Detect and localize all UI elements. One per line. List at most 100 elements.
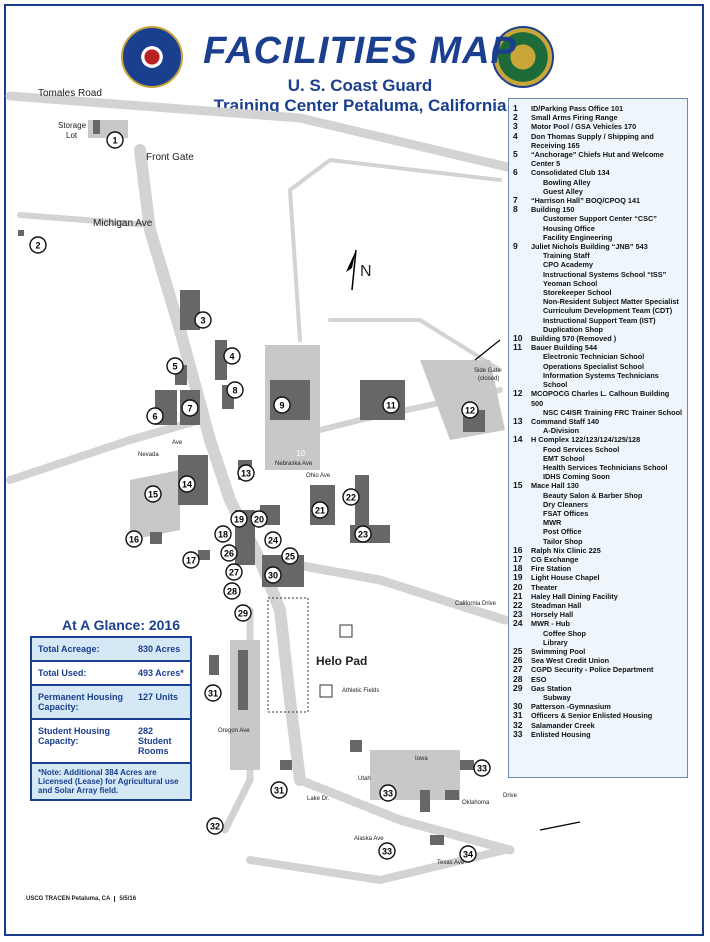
side-gate-arrow-icon (474, 339, 501, 361)
helo-pad-outline (267, 597, 309, 713)
location-marker: 19 (230, 510, 248, 528)
road-east (328, 318, 502, 372)
legend-item: 7 “Harrison Hall” BOQ/CPOQ 141 (513, 195, 683, 206)
glance-value: 830 Acres (138, 644, 181, 654)
building-34 (430, 835, 444, 845)
legend-item-label: Ralph Nix Clinic 225 (531, 545, 601, 555)
legend-item-number: 21 (513, 590, 523, 601)
location-marker: 34 (459, 845, 477, 863)
label-oklahoma: Oklahoma (462, 800, 490, 806)
location-marker-number: 20 (254, 515, 264, 525)
athletic-field-a (339, 624, 353, 638)
label-lake-dr: Lake Dr. (307, 796, 330, 802)
legend-item-number: 23 (513, 609, 523, 620)
location-marker: 14 (178, 475, 196, 493)
legend-item-label: “Harrison Hall” BOQ/CPOQ 141 (531, 196, 641, 206)
legend-item-label: Patterson -Gymnasium (531, 702, 611, 712)
location-marker-number: 25 (285, 552, 295, 562)
legend-item-label: MCOPOCG Charles L. Calhoun Building 500 (531, 389, 670, 408)
location-marker-number: 1 (112, 136, 117, 146)
legend-item-number: 17 (513, 553, 523, 564)
legend-item-number: 11 (513, 342, 522, 353)
legend-item-number: 9 (513, 241, 518, 252)
location-marker: 27 (225, 563, 243, 581)
legend-subitem: Training Staff (543, 251, 590, 261)
location-marker: 29 (234, 604, 252, 622)
location-marker-number: 3 (200, 316, 205, 326)
location-marker-number: 2 (35, 241, 40, 251)
legend-item-label: Consolidated Club 134 (531, 168, 610, 178)
legend-subitem: Tailor Shop (543, 536, 583, 546)
road-perimeter (288, 158, 502, 342)
legend-subitem: Electronic Technician School (543, 352, 645, 362)
road-michigan (17, 212, 153, 228)
location-marker-number: 5 (172, 362, 177, 372)
location-marker: 33 (379, 784, 397, 802)
exit-arrow-icon (539, 821, 581, 831)
location-marker-number: 15 (148, 490, 158, 500)
label-tomales-road: Tomales Road (38, 88, 102, 99)
location-marker: 15 (144, 485, 162, 503)
legend-item-number: 7 (513, 195, 518, 206)
glance-label: Student Housing Capacity: (38, 726, 110, 746)
label-side-gate: Side Gate (474, 368, 501, 374)
page-title: FACILITIES MAP (203, 30, 517, 72)
legend-item-label: Enlisted Housing (531, 729, 591, 739)
legend-item-label: H Complex 122/123/124/125/128 (531, 435, 641, 445)
location-marker-number: 16 (129, 535, 139, 545)
glance-value: 493 Acres* (138, 668, 184, 678)
location-marker: 12 (461, 401, 479, 419)
legend-item-number: 28 (513, 673, 523, 684)
location-marker: 24 (264, 531, 282, 549)
building-17 (198, 550, 210, 560)
label-nevada-ave: Ave (172, 440, 183, 446)
location-marker: 16 (125, 530, 143, 548)
location-marker-number: 26 (224, 549, 234, 559)
location-marker-number: 18 (218, 530, 228, 540)
coast-guard-training-seal-icon (121, 26, 183, 88)
legend-item-number: 4 (513, 130, 518, 141)
location-marker-number: 32 (210, 822, 220, 832)
location-marker-number: 33 (382, 847, 392, 857)
legend-item-number: 3 (513, 121, 518, 132)
legend-item-label: Don Thomas Supply / Shipping and Receivi… (531, 131, 654, 150)
label-helipad-10: 10 (296, 449, 305, 458)
location-marker: 31 (204, 684, 222, 702)
location-marker: 33 (378, 842, 396, 860)
location-marker-number: 33 (477, 764, 487, 774)
location-marker-number: 24 (268, 536, 278, 546)
location-marker: 30 (264, 566, 282, 584)
label-athletic-fields: Athletic Fields (342, 688, 379, 694)
coast-guard-emblem-icon (492, 26, 554, 88)
legend-item-label: CGPD Security - Police Department (531, 665, 654, 675)
label-helo-pad: Helo Pad (316, 654, 367, 668)
location-marker-number: 33 (383, 789, 393, 799)
legend-item-number: 29 (513, 682, 523, 693)
location-marker-number: 31 (274, 786, 284, 796)
location-marker-number: 6 (152, 412, 157, 422)
label-oregon-ave: Oregon Ave (218, 728, 250, 734)
page-subtitle: U. S. Coast Guard (287, 76, 433, 95)
legend-item-number: 32 (513, 719, 523, 730)
legend-item-number: 10 (513, 333, 523, 344)
label-utah: Utah (358, 776, 371, 782)
label-texas-ave: Texas Ave (437, 860, 465, 866)
road-main (134, 144, 306, 786)
location-marker: 2 (29, 236, 47, 254)
legend-item: 5“Anchorage” Chiefs Hut and Welcome Cent… (513, 149, 683, 168)
legend-item-number: 5 (513, 149, 518, 160)
